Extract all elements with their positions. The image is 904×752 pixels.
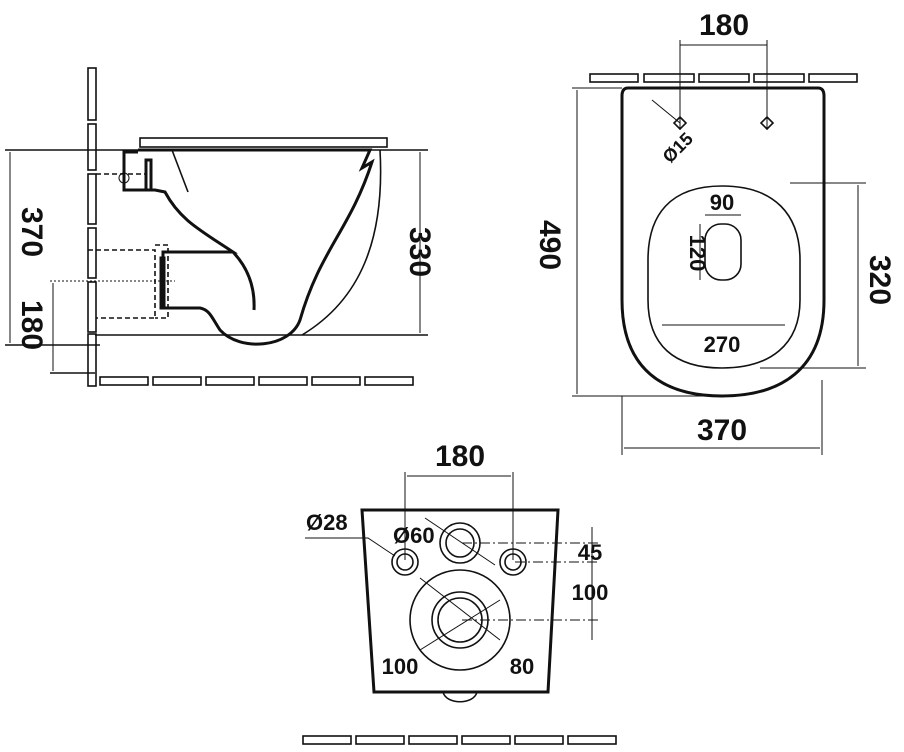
outlet-inner xyxy=(431,591,489,649)
dim-bowl-330: 330 xyxy=(403,227,436,277)
inner-opening xyxy=(704,223,742,281)
dim-inlet-60: Ø60 xyxy=(393,523,435,548)
wall-tiles-top xyxy=(589,73,858,83)
outlet-outer xyxy=(409,569,511,671)
dim-outlet-100: 100 xyxy=(382,654,419,679)
dim-opening-270: 270 xyxy=(704,332,741,357)
dim-opening-320: 320 xyxy=(863,255,896,305)
dim-hole-28: Ø28 xyxy=(306,510,348,535)
rear-view: 180 Ø28 Ø60 45 100 100 80 xyxy=(302,440,617,745)
floor-tiles-rear xyxy=(302,735,617,745)
bowl-opening xyxy=(647,185,801,369)
dim-offset-100: 100 xyxy=(572,580,609,605)
wall-tiles xyxy=(87,67,97,387)
seat-outline-top xyxy=(620,86,826,398)
dim-fixing-180: 180 xyxy=(699,9,749,42)
dim-hole-15: Ø15 xyxy=(659,129,697,167)
dim-height-370: 370 xyxy=(15,207,48,257)
dim-inner-120: 120 xyxy=(685,235,710,272)
dim-outlet-180: 180 xyxy=(15,300,48,350)
floor-tiles xyxy=(99,376,414,386)
rear-outline xyxy=(360,508,560,694)
dim-offset-45: 45 xyxy=(578,540,602,565)
dim-width-370: 370 xyxy=(697,414,747,447)
dim-outlet-80: 80 xyxy=(510,654,534,679)
fixing-hole xyxy=(672,115,775,131)
bowl-outline xyxy=(122,148,375,346)
side-view: 370 180 330 xyxy=(5,67,436,387)
dim-length-490: 490 xyxy=(533,220,566,270)
top-view: 180 Ø15 490 320 370 270 90 120 xyxy=(533,9,896,455)
seat-lid xyxy=(139,137,388,148)
dim-inner-90: 90 xyxy=(710,190,734,215)
dim-fixing-180-rear: 180 xyxy=(435,440,485,473)
